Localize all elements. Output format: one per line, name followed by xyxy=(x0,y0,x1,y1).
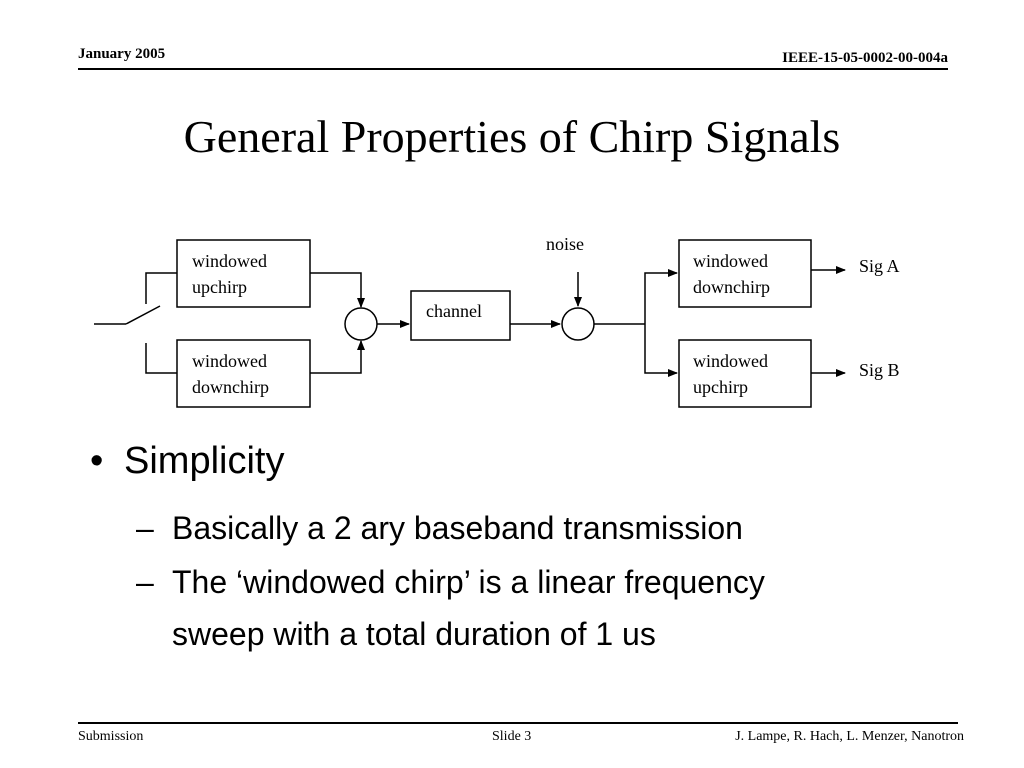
sub-bullet-2-text: The ‘windowed chirp’ is a linear frequen… xyxy=(172,556,765,660)
footer-submission: Submission xyxy=(78,729,144,744)
rx-lower-label-2: upchirp xyxy=(693,377,748,397)
sig-b-label: Sig B xyxy=(859,360,900,380)
rx-upper-label-1: windowed xyxy=(693,251,768,271)
sig-a-label: Sig A xyxy=(859,256,900,276)
tx-upper-to-summer xyxy=(310,272,365,308)
bullet-main-text: Simplicity xyxy=(124,440,285,482)
header-doc-id: IEEE-15-05-0002-00-004a xyxy=(782,50,948,66)
chirp-block-diagram: windowed upchirp windowed downchirp chan… xyxy=(94,234,900,408)
noise-adder xyxy=(561,307,595,341)
footer-authors: J. Lampe, R. Hach, L. Menzer, Nanotron xyxy=(735,729,964,744)
switch-upper-wire xyxy=(145,272,177,304)
switch-lever xyxy=(125,305,161,325)
tx-lower-label-2: downchirp xyxy=(192,377,269,397)
rx-lower-label-1: windowed xyxy=(693,351,768,371)
switch-lower-wire xyxy=(145,343,177,374)
sub-bullet-1: –Basically a 2 ary baseband transmission xyxy=(136,502,743,554)
footer-divider xyxy=(78,722,958,724)
rx-downchirp-block xyxy=(678,239,812,308)
tx-lower-to-summer xyxy=(310,340,365,374)
sub-bullet-2: –The ‘windowed chirp’ is a linear freque… xyxy=(136,556,765,660)
rx-upper-label-2: downchirp xyxy=(693,277,770,297)
bullet-simplicity: • Simplicity xyxy=(90,440,284,483)
split-to-upper xyxy=(644,269,678,324)
sub-bullet-2-line-2: sweep with a total duration of 1 us xyxy=(172,616,656,652)
tx-upper-label-1: windowed xyxy=(192,251,267,271)
sub-bullet-marker: – xyxy=(136,564,154,600)
tx-lower-label-1: windowed xyxy=(192,351,267,371)
tx-upper-label-2: upchirp xyxy=(192,277,247,297)
slide-title: General Properties of Chirp Signals xyxy=(183,111,841,162)
sub-bullet-1-text: Basically a 2 ary baseband transmission xyxy=(172,510,743,546)
footer-slide-number: Slide 3 xyxy=(492,729,532,744)
bullet-marker: • xyxy=(90,440,104,482)
sub-bullet-marker: – xyxy=(136,510,154,546)
header-divider xyxy=(78,68,948,70)
sub-bullet-2-line-1: The ‘windowed chirp’ is a linear frequen… xyxy=(172,564,765,600)
channel-label: channel xyxy=(426,301,482,321)
tx-summer xyxy=(344,307,378,341)
header-date: January 2005 xyxy=(78,46,166,62)
split-to-lower xyxy=(644,324,678,377)
noise-label: noise xyxy=(546,234,584,254)
channel-block xyxy=(410,290,511,341)
